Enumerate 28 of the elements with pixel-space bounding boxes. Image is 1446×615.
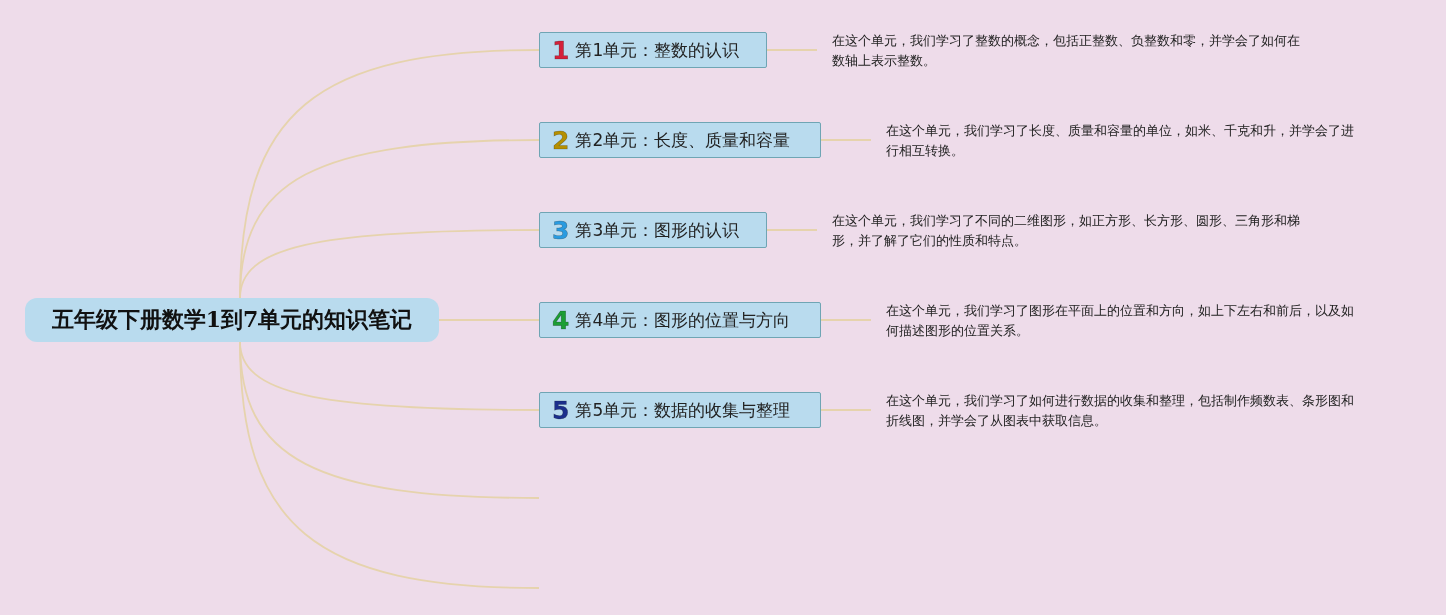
branch-line (766, 49, 818, 51)
topic-title: 五年级下册数学1到7单元的知识笔记 (51, 305, 413, 334)
unit-title: 第4单元：图形的位置与方向 (575, 308, 791, 332)
branch-line (820, 409, 872, 411)
unit-summary-text: 在这个单元，我们学习了不同的二维图形，如正方形、长方形、圆形、三角形和梯形，并了解了它们的性质和特点。 (832, 211, 1312, 251)
unit-topic-box (539, 32, 767, 68)
unit-topic-box (539, 212, 767, 248)
priority-number-marker: 3 (552, 217, 570, 243)
unit-topic-box (539, 302, 821, 338)
priority-number-marker: 2 (552, 127, 570, 153)
unit-title: 第3单元：图形的认识 (575, 218, 740, 242)
unit-summary-text: 在这个单元，我们学习了长度、质量和容量的单位，如米、千克和升，并学会了进行相互转换。 (886, 121, 1366, 161)
unit-summary-text: 在这个单元，我们学习了如何进行数据的收集和整理，包括制作频数表、条形图和折线图，并学会了从图表中获取信息。 (886, 391, 1366, 431)
branch-line (438, 319, 540, 321)
priority-number-marker: 5 (552, 397, 570, 423)
unit-topic-box (539, 392, 821, 428)
branch-line (820, 319, 872, 321)
branch-line (766, 229, 818, 231)
priority-number-marker: 1 (552, 37, 570, 63)
unit-title: 第1单元：整数的认识 (575, 38, 740, 62)
central-topic-box (25, 298, 439, 342)
branch-line (820, 139, 872, 141)
unit-summary-text: 在这个单元，我们学习了图形在平面上的位置和方向，如上下左右和前后，以及如何描述图形的位置关系。 (886, 301, 1366, 341)
unit-title: 第2单元：长度、质量和容量 (575, 128, 791, 152)
unit-summary-text: 在这个单元，我们学习了整数的概念，包括正整数、负整数和零，并学会了如何在数轴上表示整数。 (832, 31, 1312, 71)
priority-number-marker: 4 (552, 307, 570, 333)
unit-topic-box (539, 122, 821, 158)
unit-title: 第5单元：数据的收集与整理 (575, 398, 791, 422)
